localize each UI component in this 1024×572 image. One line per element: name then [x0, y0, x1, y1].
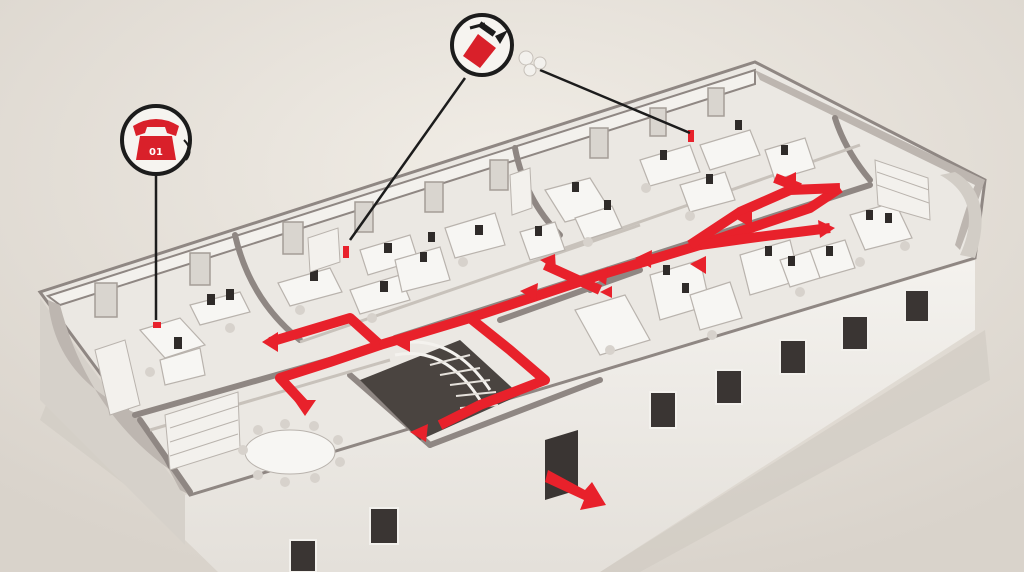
callout-lines: [154, 68, 691, 320]
route-arrowheads: [262, 172, 835, 442]
computer-monitors: [174, 120, 892, 349]
smoke-detector-icon: [518, 50, 547, 77]
back-windows: [94, 87, 725, 318]
exit-arrow: [545, 470, 606, 510]
phone-callout-badge: 01: [120, 104, 192, 176]
stairwell: [360, 340, 520, 440]
extinguisher-callout-badge: [450, 13, 514, 77]
front-long-facade: [185, 260, 975, 572]
meeting-table: [244, 429, 336, 475]
phone-number-label: 01: [149, 147, 163, 158]
front-windows: [289, 289, 930, 572]
telephone-icon: [133, 119, 191, 161]
desk-phone: [153, 322, 161, 328]
office-desks: [138, 129, 913, 386]
evacuation-route: [268, 173, 843, 430]
meeting-chairs: [238, 419, 345, 487]
bookshelves: [94, 159, 931, 471]
right-curve-face: [940, 172, 982, 258]
chairs: [145, 183, 910, 377]
wall-extinguisher-marker: [343, 246, 349, 258]
left-curved-wall: [48, 300, 190, 495]
building-shadow: [40, 330, 990, 572]
wall-extinguisher-marker: [688, 130, 694, 142]
right-curved-wall: [755, 70, 985, 250]
back-wall: [45, 68, 756, 307]
fire-extinguisher-icon: [463, 21, 508, 68]
